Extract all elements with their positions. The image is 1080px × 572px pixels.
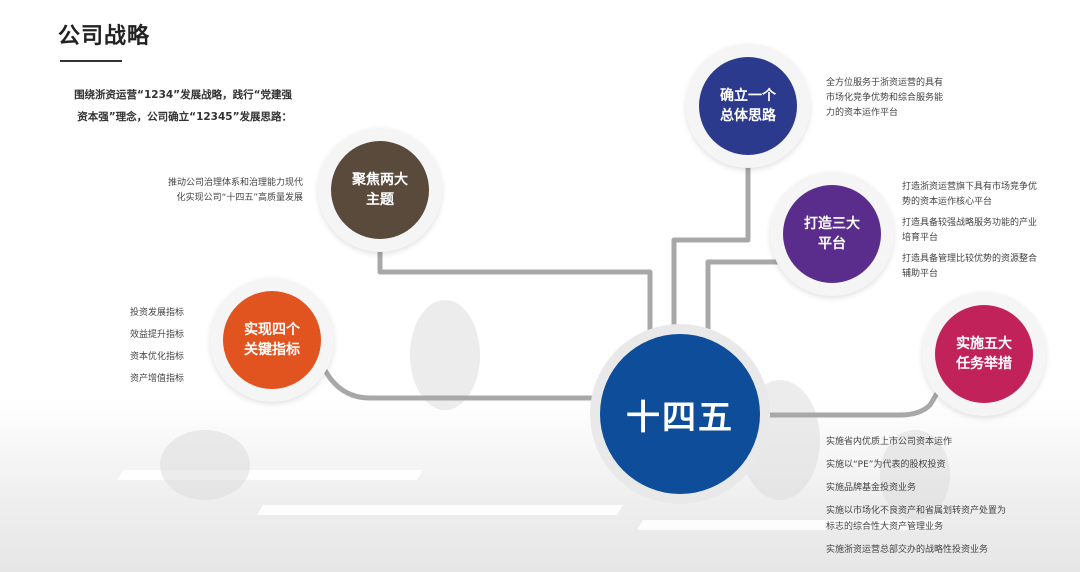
- node-five-circle: 实施五大 任务举措: [935, 305, 1033, 403]
- connector-five: [735, 373, 951, 418]
- intro-text: 围绕浙资运营“1234”发展战略，践行“党建强 资本强”理念，公司确立“1234…: [56, 84, 292, 128]
- description-line: 力的资本运作平台: [826, 108, 899, 118]
- runner-silhouette: [880, 430, 950, 520]
- description-line: 全方位服务于浙资运营的具有: [826, 78, 944, 88]
- description-line: 化实现公司“十四五”高质量发展: [176, 193, 303, 203]
- node-one-label: 总体思路: [720, 108, 776, 124]
- description-line: 实施以“PE”为代表的股权投资: [826, 460, 946, 470]
- node-one-description: 全方位服务于浙资运营的具有 市场化竞争优势和综合服务能 力的资本运作平台: [826, 76, 1046, 121]
- center-circle: 十四五: [600, 334, 760, 494]
- node-three-label: 打造三大: [804, 216, 860, 232]
- description-line: 效益提升指标: [129, 330, 184, 340]
- node-five-label: 实施五大: [956, 336, 1012, 352]
- node-four-circle: 实现四个 关键指标: [223, 291, 321, 389]
- description-line: 投资发展指标: [129, 308, 184, 318]
- intro-line: 资本强”理念，公司确立“12345”发展思路：: [77, 111, 292, 123]
- node-three-circle: 打造三大 平台: [783, 185, 881, 283]
- description-line: 资产增值指标: [129, 374, 184, 384]
- node-one-label: 确立一个: [720, 88, 776, 104]
- description-line: 实施浙资运营总部交办的战略性投资业务: [826, 545, 989, 555]
- connector-two: [377, 240, 653, 360]
- node-two-description: 推动公司治理体系和治理能力现代 化实现公司“十四五”高质量发展: [128, 176, 303, 206]
- title-underline: [60, 60, 122, 62]
- node-two-circle: 聚焦两大 主题: [331, 141, 429, 239]
- description-line: 实施品牌基金投资业务: [826, 483, 917, 493]
- node-five-description: 实施省内优质上市公司资本运作 实施以“PE”为代表的股权投资 实施品牌基金投资业…: [826, 434, 1066, 558]
- runner-silhouette: [160, 430, 250, 500]
- node-one-circle: 确立一个 总体思路: [699, 57, 797, 155]
- description-line: 培育平台: [902, 233, 939, 243]
- description-line: 资本优化指标: [129, 352, 184, 362]
- description-line: 打造具备较强战略服务功能的产业: [902, 218, 1038, 228]
- node-three-label: 平台: [818, 236, 846, 252]
- node-two-label: 聚焦两大: [352, 172, 408, 188]
- node-five-label: 任务举措: [956, 356, 1012, 372]
- description-line: 辅助平台: [902, 269, 939, 279]
- node-two-label: 主题: [366, 192, 394, 208]
- intro-line: 围绕浙资运营“1234”发展战略，践行“党建强: [74, 89, 292, 101]
- description-line: 打造浙资运营旗下具有市场竞争优: [902, 182, 1038, 192]
- connector-one: [671, 150, 751, 350]
- node-four-description: 投资发展指标 效益提升指标 资本优化指标 资产增值指标: [98, 302, 184, 390]
- description-line: 市场化竞争优势和综合服务能: [826, 93, 944, 103]
- page-title: 公司战略: [58, 24, 151, 49]
- node-three-description: 打造浙资运营旗下具有市场竞争优 势的资本运作核心平台 打造具备较强战略服务功能的…: [902, 180, 1077, 282]
- description-line: 推动公司治理体系和治理能力现代: [167, 178, 303, 188]
- connector-three: [705, 259, 800, 352]
- description-line: 标志的综合性大资产管理业务: [826, 522, 944, 532]
- description-line: 势的资本运作核心平台: [902, 197, 993, 207]
- node-four-label: 关键指标: [244, 342, 300, 358]
- node-four-label: 实现四个: [244, 322, 300, 338]
- connector-four: [315, 358, 605, 401]
- description-line: 实施以市场化不良资产和省属划转资产处置为: [826, 506, 1007, 516]
- description-line: 实施省内优质上市公司资本运作: [826, 437, 953, 447]
- runner-silhouette: [410, 300, 480, 410]
- description-line: 打造具备管理比较优势的资源整合: [902, 254, 1038, 264]
